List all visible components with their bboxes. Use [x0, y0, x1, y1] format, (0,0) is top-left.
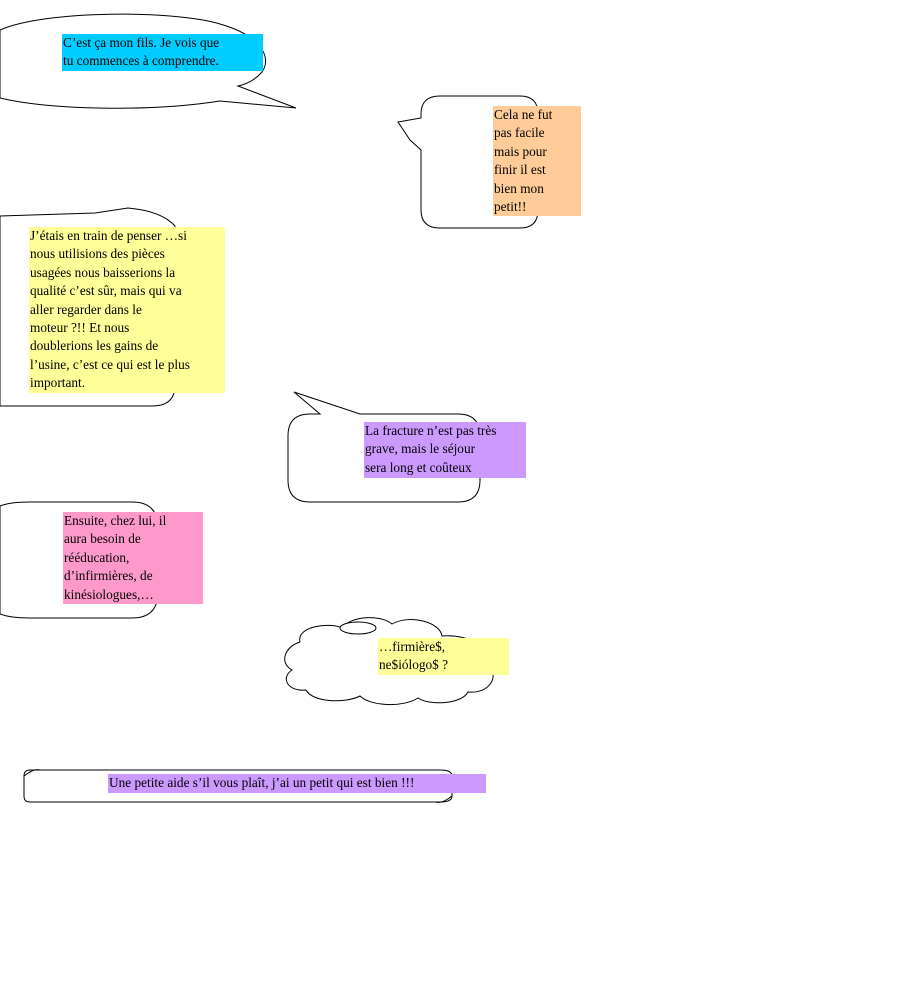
speech-bubble-3-text: J’étais en train de penser …si nous util… — [29, 227, 225, 393]
banner-text: Une petite aide s’il vous plaît, j’ai un… — [108, 774, 486, 793]
thought-cloud-text: …firmière$, ne$iólogo$ ? — [378, 638, 509, 675]
speech-bubble-2-text: Cela ne fut pas facile mais pour finir i… — [493, 106, 581, 216]
speech-bubble-1-text: C’est ça mon fils. Je vois que tu commen… — [62, 34, 263, 71]
speech-bubble-4-text: La fracture n’est pas très grave, mais l… — [364, 422, 526, 478]
speech-bubble-5-text: Ensuite, chez lui, il aura besoin de réé… — [63, 512, 203, 604]
banner-curl-left — [23, 769, 41, 777]
thought-cloud-puff — [339, 621, 377, 635]
banner-curl-right — [435, 795, 453, 803]
